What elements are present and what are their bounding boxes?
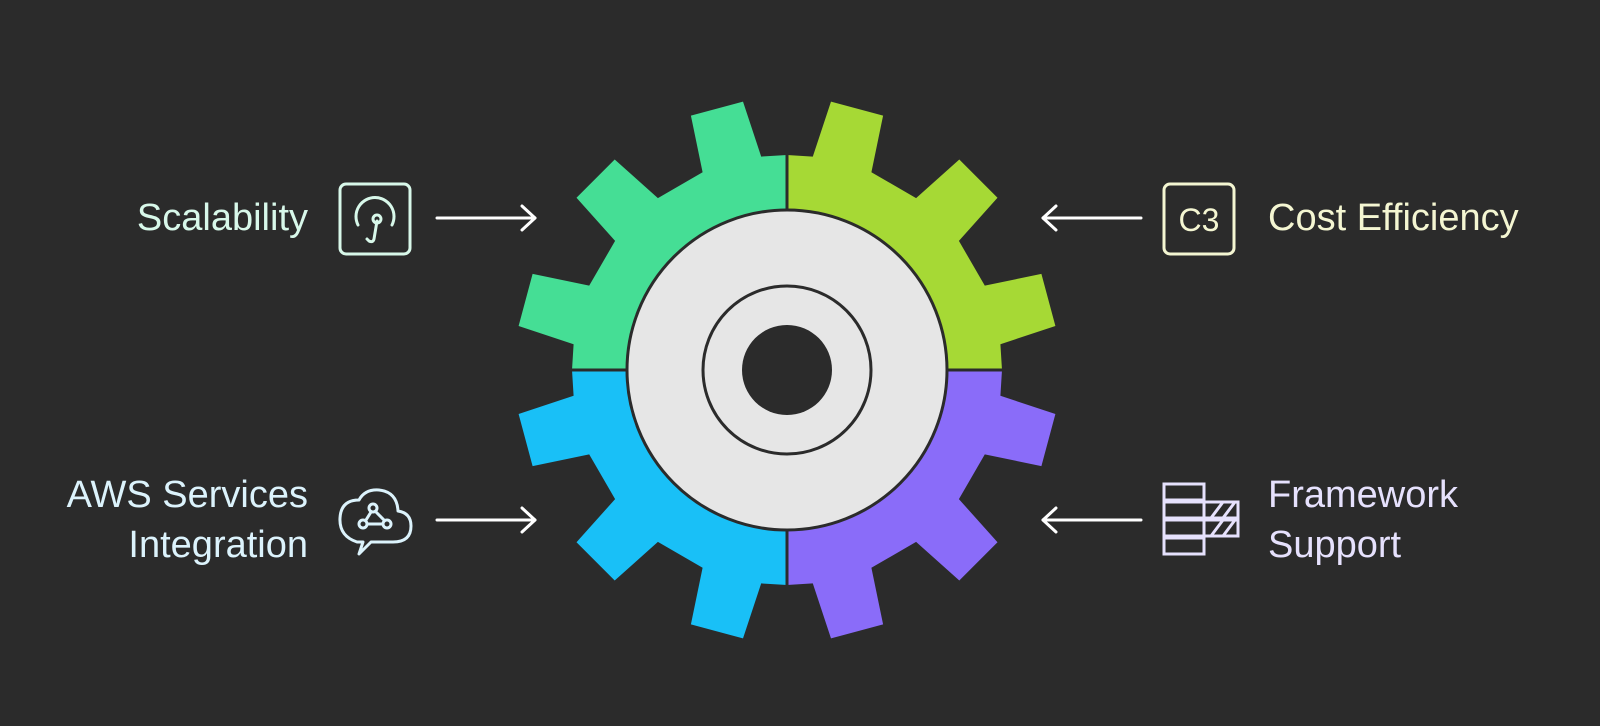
stacked-blocks-icon: [1161, 480, 1241, 558]
gear-hub-hole: [742, 325, 832, 415]
scalability-label: Scalability: [137, 193, 308, 243]
framework-support-line-2: Support: [1268, 524, 1402, 566]
c3-icon: C3: [1161, 181, 1237, 257]
cost-efficiency-label: Cost Efficiency: [1268, 193, 1519, 243]
cost-efficiency-label-line: Cost Efficiency: [1268, 197, 1519, 239]
scalability-arrow: [435, 203, 540, 233]
svg-text:C3: C3: [1179, 202, 1220, 238]
framework-support-arrow: [1038, 505, 1143, 535]
speedometer-icon: [337, 181, 413, 257]
aws-services-integration-line-1: AWS Services: [66, 474, 308, 516]
aws-services-integration-line-2: Integration: [128, 524, 308, 566]
scalability-label-line: Scalability: [136, 197, 308, 239]
cloud-network-icon: [335, 480, 415, 558]
framework-support-label: Framework Support: [1268, 470, 1458, 570]
aws-services-integration-arrow: [435, 505, 540, 535]
gear-hub-ring: [701, 284, 873, 456]
aws-services-integration-label: AWS Services Integration: [67, 470, 308, 570]
framework-support-line-1: Framework: [1268, 474, 1459, 516]
cost-efficiency-arrow: [1038, 203, 1143, 233]
